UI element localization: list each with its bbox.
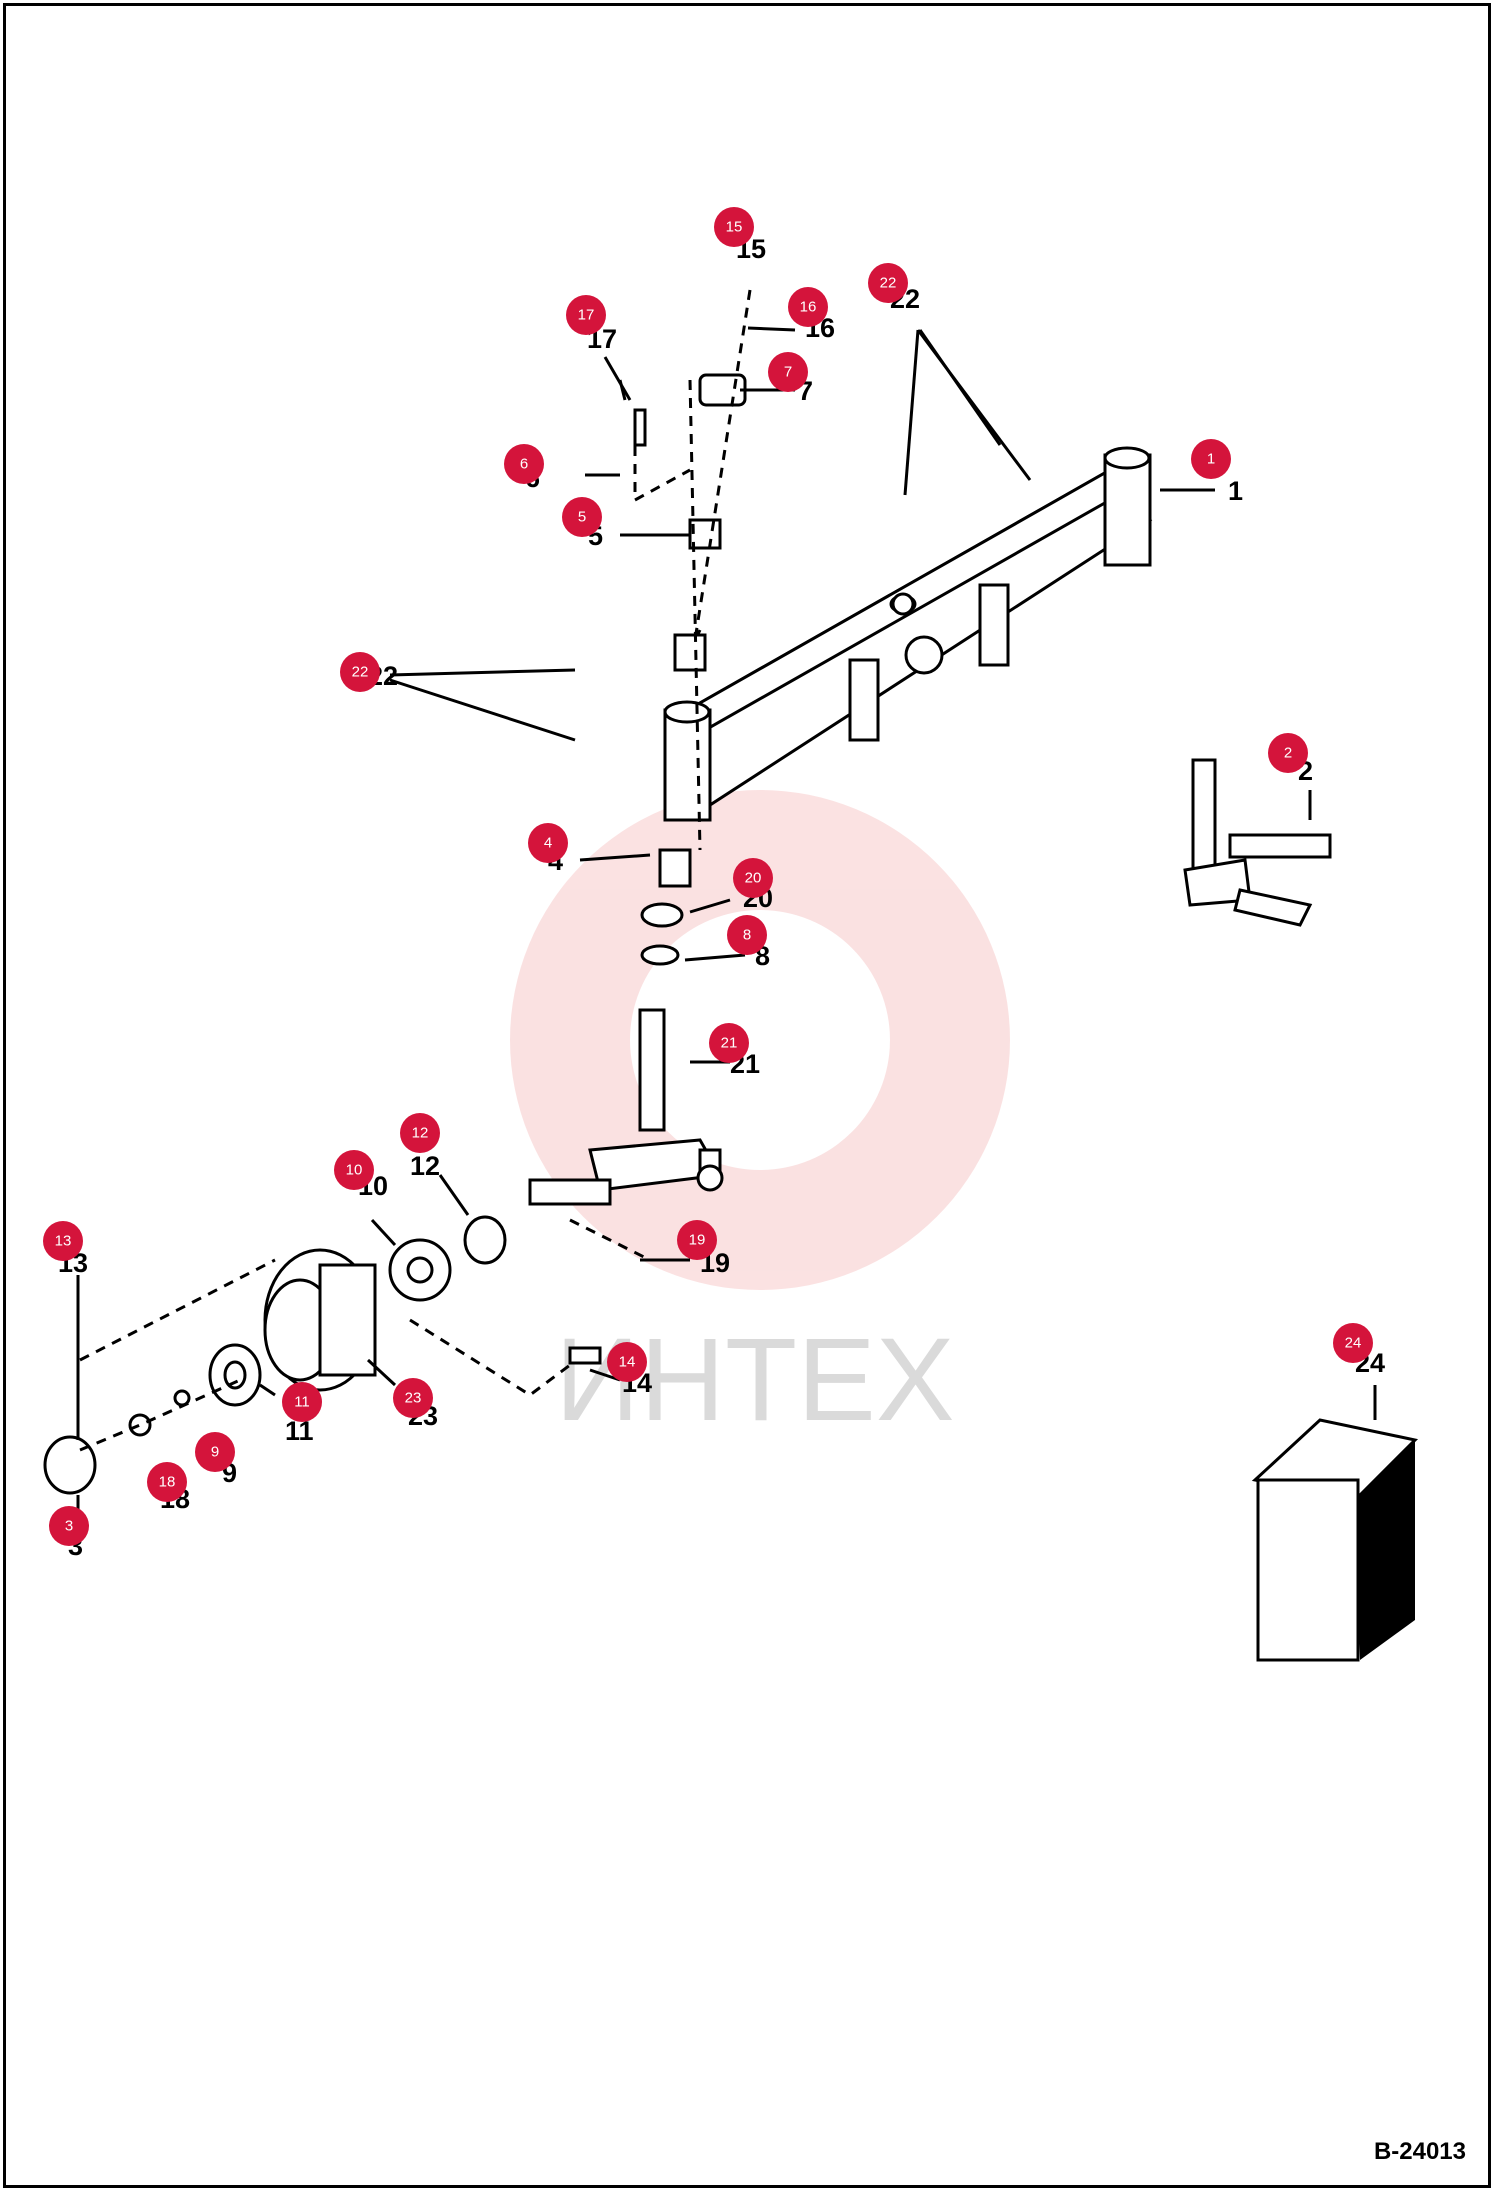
callout-badge-3[interactable]: 3 xyxy=(49,1506,89,1546)
svg-text:19: 19 xyxy=(689,1232,706,1249)
svg-text:6: 6 xyxy=(520,456,528,473)
svg-text:4: 4 xyxy=(544,835,552,852)
svg-text:17: 17 xyxy=(578,307,595,324)
callout-badges[interactable]: 1 2 3 4 5 6 7 8 9 10 11 12 13 14 15 16 1… xyxy=(43,207,1373,1546)
callout-badge-22b[interactable]: 22 xyxy=(340,652,380,692)
drawing-frame xyxy=(3,3,1491,2188)
callout-badge-15[interactable]: 15 xyxy=(714,207,754,247)
svg-text:14: 14 xyxy=(619,1354,636,1371)
callout-badge-23[interactable]: 23 xyxy=(393,1378,433,1418)
callout-badge-24[interactable]: 24 xyxy=(1333,1323,1373,1363)
parts-kit-box xyxy=(1251,1418,1419,1662)
svg-text:13: 13 xyxy=(55,1233,72,1250)
watermark-text: ИНТЕХ xyxy=(555,1314,955,1446)
axle-beam xyxy=(663,446,1153,822)
callout-badge-5[interactable]: 5 xyxy=(562,497,602,537)
callout-badge-18[interactable]: 18 xyxy=(147,1462,187,1502)
callout-badge-14[interactable]: 14 xyxy=(607,1342,647,1382)
svg-text:22: 22 xyxy=(352,664,369,681)
callout-badge-6[interactable]: 6 xyxy=(504,444,544,484)
callout-badge-20[interactable]: 20 xyxy=(733,858,773,898)
svg-text:10: 10 xyxy=(346,1162,363,1179)
callout-badge-19[interactable]: 19 xyxy=(677,1220,717,1260)
drawing-reference: B-24013 xyxy=(1373,2138,1466,2165)
callout-badge-7[interactable]: 7 xyxy=(768,352,808,392)
callout-badge-8[interactable]: 8 xyxy=(727,915,767,955)
svg-text:18: 18 xyxy=(159,1474,176,1491)
callout-badge-4[interactable]: 4 xyxy=(528,823,568,863)
wheel-hub xyxy=(43,1215,602,1495)
svg-text:7: 7 xyxy=(784,364,792,381)
part-number-12: 12 xyxy=(410,1151,440,1181)
svg-text:9: 9 xyxy=(211,1444,219,1461)
svg-text:20: 20 xyxy=(745,870,762,887)
svg-text:1: 1 xyxy=(1207,451,1215,468)
callout-badge-21[interactable]: 21 xyxy=(709,1023,749,1063)
callout-badge-12[interactable]: 12 xyxy=(400,1113,440,1153)
svg-text:16: 16 xyxy=(800,299,817,316)
callout-badge-9[interactable]: 9 xyxy=(195,1432,235,1472)
svg-text:8: 8 xyxy=(743,927,751,944)
steering-spindle-alt xyxy=(1183,758,1332,927)
callout-badge-13[interactable]: 13 xyxy=(43,1221,83,1261)
svg-text:15: 15 xyxy=(726,219,743,236)
callout-badge-2[interactable]: 2 xyxy=(1268,733,1308,773)
small-parts xyxy=(633,373,915,966)
callout-badge-16[interactable]: 16 xyxy=(788,287,828,327)
callout-badge-11[interactable]: 11 xyxy=(282,1382,322,1422)
svg-text:22: 22 xyxy=(880,275,897,292)
svg-text:21: 21 xyxy=(721,1035,738,1052)
svg-text:12: 12 xyxy=(412,1125,429,1142)
callout-badge-17[interactable]: 17 xyxy=(566,295,606,335)
callout-badge-1[interactable]: 1 xyxy=(1191,439,1231,479)
callout-badge-10[interactable]: 10 xyxy=(334,1150,374,1190)
svg-text:23: 23 xyxy=(405,1390,422,1407)
steering-spindle xyxy=(528,1008,724,1206)
svg-text:11: 11 xyxy=(294,1394,310,1411)
svg-text:24: 24 xyxy=(1345,1335,1362,1352)
callout-badge-22a[interactable]: 22 xyxy=(868,263,908,303)
leader-lines xyxy=(76,289,1377,1515)
svg-text:5: 5 xyxy=(578,509,586,526)
svg-text:2: 2 xyxy=(1284,745,1292,762)
part-number-1: 1 xyxy=(1228,476,1243,506)
svg-text:3: 3 xyxy=(65,1518,73,1535)
